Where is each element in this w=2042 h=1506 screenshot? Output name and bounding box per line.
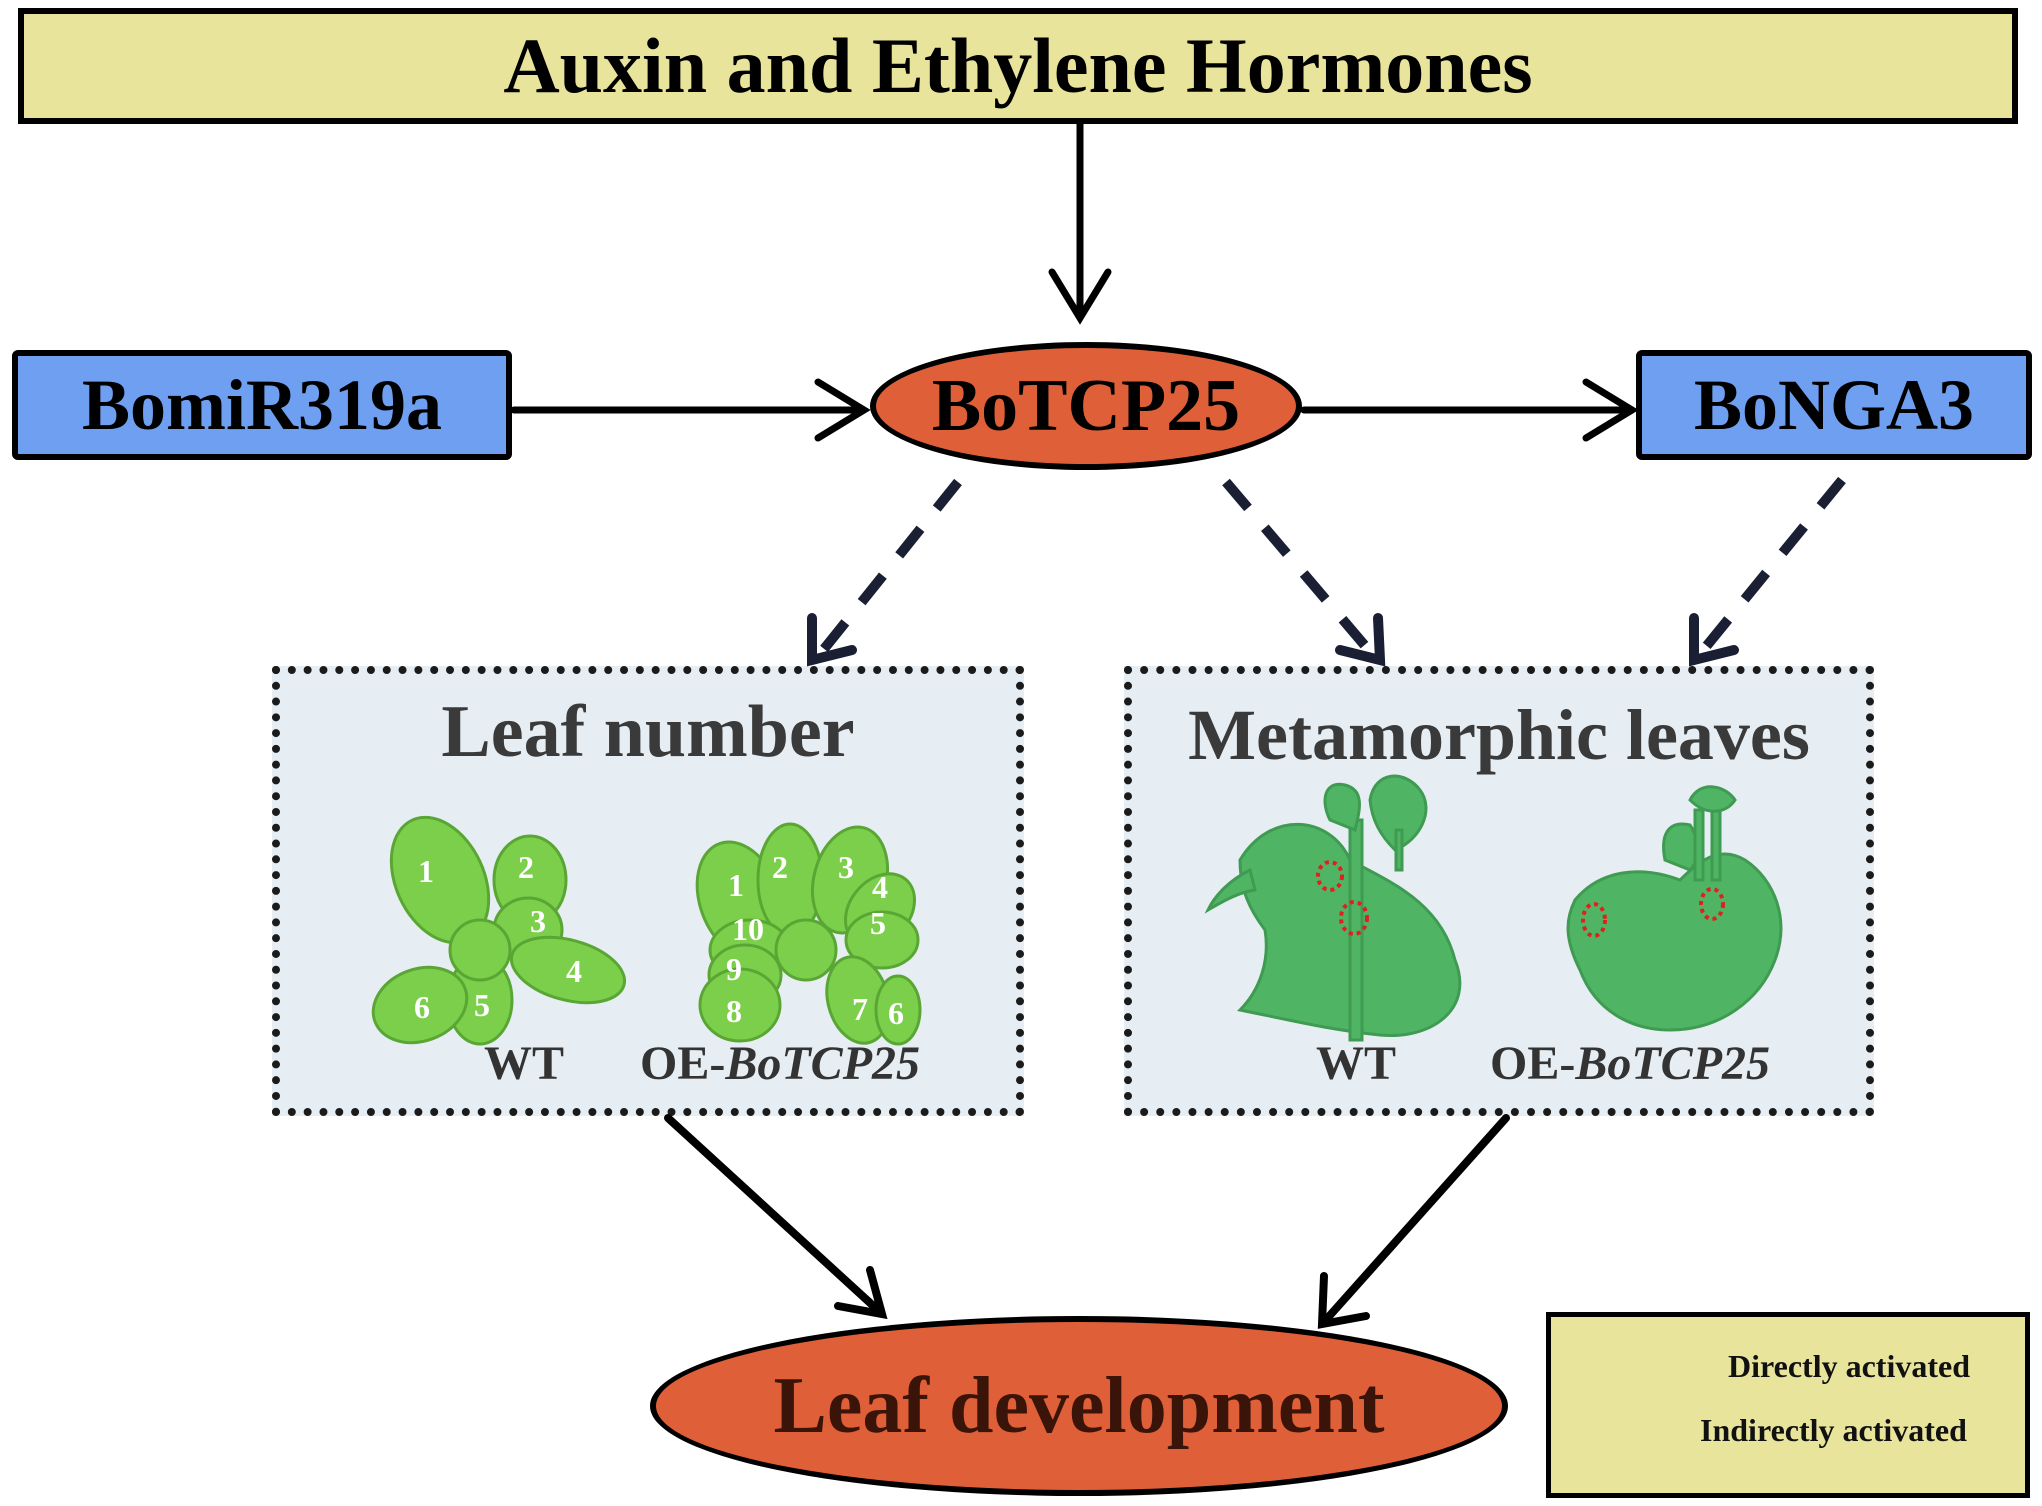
dashed-arrow-botcp25-to-metamorphic [1222,478,1386,667]
arrow-botcp25-to-bonga3 [1300,378,1639,442]
arrow-hormones-to-botcp25 [1048,120,1112,325]
legend-box [1546,1312,2030,1498]
metamorphic-wt-label: WT [1316,1037,1397,1090]
wt-leaf-4: 4 [566,953,582,989]
leaf-development-label: Leaf development [773,1361,1385,1450]
wt-rosette-image [371,815,627,1046]
leaf-number-wt-label: WT [484,1037,565,1090]
oe-prefix: OE- [1490,1037,1576,1090]
arrow-leaf-number-to-development [664,1114,888,1320]
bomir319a-box: BomiR319a [12,350,512,460]
leaf-number-oe-label: OE-BoTCP25 [640,1036,920,1091]
oe-leaf-4: 4 [872,869,888,905]
oe-leaf-10: 10 [732,911,764,947]
leaf-number-title: Leaf number [441,691,855,773]
leaf-development-node: Leaf development [650,1316,1508,1496]
wt-red-markers [1316,860,1369,936]
arrow-metamorphic-to-development [1317,1114,1510,1329]
oe-leaf-2: 2 [772,849,788,885]
hormones-label: Auxin and Ethylene Hormones [503,22,1533,109]
oe-leaf-3: 3 [838,849,854,885]
arrow-bomir319a-to-botcp25 [510,378,871,442]
oe-gene: BoTCP25 [1575,1037,1771,1090]
wt-leaf-numbers: 1 2 3 4 5 6 [414,849,582,1025]
dashed-arrow-botcp25-to-leaf-number [807,478,962,667]
wt-leaf-3: 3 [530,903,546,939]
metamorphic-oe-label: OE-BoTCP25 [1490,1036,1770,1091]
botcp25-node: BoTCP25 [870,342,1302,470]
oe-leaf-1: 1 [728,867,744,903]
oe-leaf-9: 9 [726,951,742,987]
wt-leaf-5: 5 [474,987,490,1023]
legend-indirect-label: Indirectly activated [1700,1412,1967,1448]
bonga3-box: BoNGA3 [1636,350,2032,460]
wt-leaf-6: 6 [414,989,430,1025]
botcp25-label: BoTCP25 [931,364,1241,447]
legend-direct-label: Directly activated [1728,1348,1970,1384]
dashed-arrow-bonga3-to-metamorphic [1689,476,1846,667]
oe-rosette-image [695,822,922,1046]
hormones-box: Auxin and Ethylene Hormones [18,8,2018,124]
oe-leaf-numbers: 1 2 3 4 5 6 7 8 9 10 [726,849,904,1031]
wt-metamorphic-plant-image [1204,774,1462,1042]
metamorphic-leaves-title: Metamorphic leaves [1188,695,1810,775]
oe-leaf-5: 5 [870,905,886,941]
wt-leaf-1: 1 [418,853,434,889]
oe-leaf-7: 7 [852,991,868,1027]
oe-gene: BoTCP25 [725,1037,921,1090]
wt-leaf-2: 2 [518,849,534,885]
oe-leaf-8: 8 [726,993,742,1029]
oe-metamorphic-plant-image [1566,785,1783,1032]
bomir319a-label: BomiR319a [82,364,442,445]
oe-leaf-6: 6 [888,995,904,1031]
oe-red-markers [1581,887,1725,938]
bonga3-label: BoNGA3 [1693,364,1975,445]
oe-prefix: OE- [640,1037,726,1090]
